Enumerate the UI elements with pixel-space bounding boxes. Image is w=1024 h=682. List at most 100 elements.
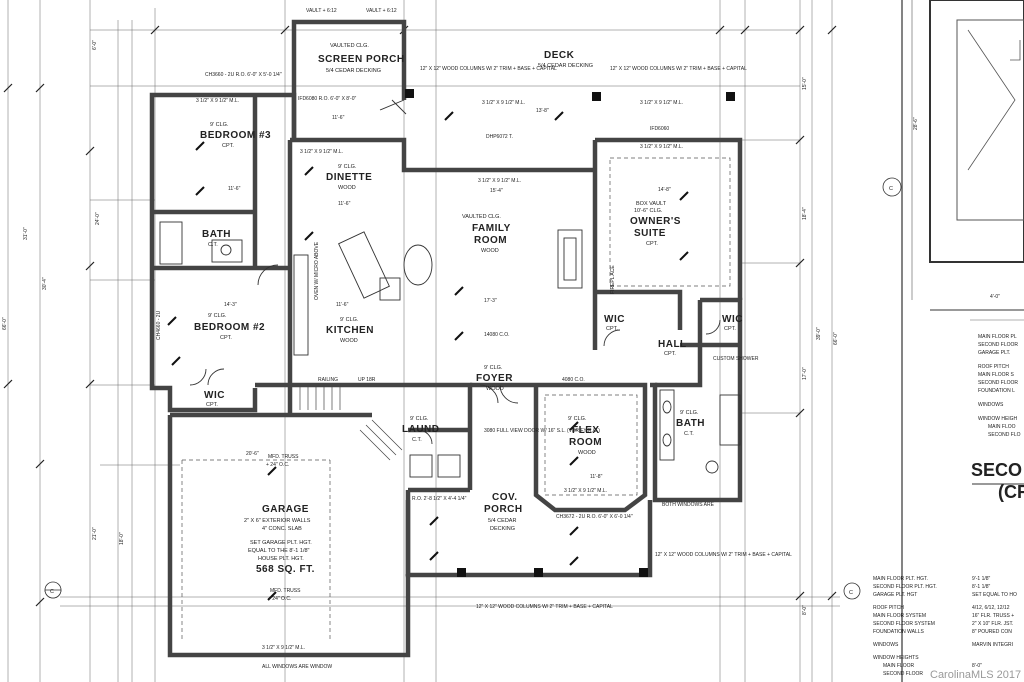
- dim-family-length: 15'-4": [490, 188, 503, 194]
- wic-right-name: WIC: [722, 314, 743, 325]
- deck-name: DECK: [544, 50, 575, 61]
- hall-name: HALL: [658, 339, 687, 350]
- foyer-ceiling: 9' CLG.: [484, 365, 503, 371]
- cov-porch-decking-2: DECKING: [490, 526, 515, 532]
- bath-left-name: BATH: [202, 229, 231, 240]
- spec-row: SECOND FLOOR PLT. HGT.8'-1 1/8": [873, 584, 991, 590]
- panel-row-7: FOUNDATION L: [978, 388, 1015, 394]
- dim-left-2: 24'-0": [95, 212, 101, 225]
- wic-left-name: WIC: [204, 390, 225, 401]
- garage-truss-2: MFD. TRUSS: [270, 588, 301, 594]
- window-note-ch3: DHP6072 T.: [486, 134, 513, 140]
- dim-flex: 11'-8": [590, 474, 603, 480]
- columns-note-bottom: 12" X 12" WOOD COLUMNS W/ 2" TRIM + BASE…: [476, 604, 613, 610]
- both-windows-note: BOTH WINDOWS ARE: [662, 502, 715, 508]
- owners-suite-name-1: OWNER'S: [630, 216, 681, 227]
- fireplace-note: FIREPL ACE: [610, 265, 616, 294]
- screen-porch-ceiling: VAULTED CLG.: [330, 43, 369, 49]
- deck: DECK 5/4 CEDAR DECKING: [538, 50, 593, 69]
- window-note-bed2: CH4660 - 2U: [156, 310, 162, 340]
- bedroom3-ceiling: 9' CLG.: [210, 122, 229, 128]
- dim-right-5: 66'-0": [833, 332, 839, 345]
- dim-kitchen: 11'-6": [336, 302, 349, 308]
- family-room-name-1: FAMILY: [472, 223, 511, 234]
- spec-table: MAIN FLOOR PLT. HGT.9'-1 1/8" SECOND FLO…: [873, 576, 1017, 677]
- spec-label: FOUNDATION WALLS: [873, 629, 925, 635]
- window-note-dinette: IFD6080 R.O. 6'-0" X 8'-0": [298, 96, 356, 102]
- cov-porch-name-2: PORCH: [484, 504, 523, 515]
- dim-left-6: 18'-0": [119, 532, 125, 545]
- garage-plate-note-3: HOUSE PLT. HGT.: [258, 556, 304, 562]
- spec-label: WINDOW HEIGHTS: [873, 655, 919, 661]
- spec-value: 16" FLR. TRUSS +: [972, 613, 1014, 619]
- plan-notes: VAULT + 6:12 VAULT + 6:12 12" X 12" WOOD…: [156, 8, 792, 670]
- dim-dinette: 11'-6": [338, 201, 351, 207]
- hall: HALL CPT.: [658, 339, 687, 357]
- bedroom2-ceiling: 9' CLG.: [208, 313, 227, 319]
- dim-right-2: 18'-4": [802, 207, 808, 220]
- section-mark-panel: C: [882, 177, 902, 197]
- dim-bedroom3: 11'-6": [228, 186, 241, 192]
- window-note-flex: CH3672 - 2U R.O. 6'-0" X 6'-0 1/4": [556, 514, 633, 520]
- stair-up-note: UP 18R: [358, 377, 376, 383]
- door-note-foyer: 4080 C.O.: [562, 377, 585, 383]
- foyer-name: FOYER: [476, 373, 513, 384]
- panel-row-3: GARAGE PLT.: [978, 350, 1010, 356]
- beam-note-2: 3 1/2" X 9 1/2" M.L.: [640, 100, 683, 106]
- bedroom-2: 9' CLG. BEDROOM #2 CPT.: [194, 313, 265, 341]
- dim-porch: 11'-6": [332, 115, 345, 121]
- dim-bedroom2: 14'-3": [224, 302, 237, 308]
- beam-note-3: 3 1/2" X 9 1/2" M.L.: [196, 98, 239, 104]
- spec-label: MAIN FLOOR: [883, 663, 915, 669]
- section-mark-left: C: [44, 581, 62, 599]
- garage: GARAGE 2" X 6" EXTERIOR WALLS 4" CONC. S…: [244, 504, 314, 575]
- bath-left: BATH C.T.: [202, 229, 231, 248]
- panel-row-10: MAIN FLOO: [988, 424, 1016, 430]
- wic-right-floor: CPT.: [724, 326, 736, 332]
- flex-room-floor: WOOD: [578, 450, 596, 456]
- section-mark-right: C: [843, 582, 861, 600]
- second-floor-panel: 28'-6" 4'-0" SECO (CR MAIN FLOOR PL SECO…: [901, 0, 1024, 682]
- dimension-labels: 31'-0" 24'-0" 66'-0" 30'-4" 21'-0" 18'-0…: [2, 40, 839, 615]
- family-room-floor: WOOD: [481, 248, 499, 254]
- owners-suite-ceiling: 10'-6" CLG.: [634, 208, 663, 214]
- spec-value: 8" POURED CON: [972, 629, 1012, 635]
- spec-value: 9'-1 1/8": [972, 576, 991, 582]
- panel-row-8: WINDOWS: [978, 402, 1004, 408]
- laundry-floor: C.T.: [412, 437, 422, 443]
- spec-value: 8'-0": [972, 663, 982, 669]
- covered-porch: COV. PORCH 5/4 CEDAR DECKING: [484, 492, 523, 532]
- spec-value: 2" X 10" FLR. JST.: [972, 621, 1013, 627]
- panel-title-2: (CR: [998, 482, 1024, 502]
- dim-right-1: 15'-0": [802, 77, 808, 90]
- spec-label: SECOND FLOOR: [883, 671, 923, 677]
- bedroom2-name: BEDROOM #2: [194, 322, 265, 333]
- spec-value: MARVIN INTEGRI: [972, 642, 1013, 648]
- garage-plate-note-1: SET GARAGE PLT. HGT.: [250, 540, 312, 546]
- panel-row-6: SECOND FLOOR: [978, 380, 1018, 386]
- kitchen-name: KITCHEN: [326, 325, 374, 336]
- dinette-name: DINETTE: [326, 172, 372, 183]
- columns-note-top: 12" X 12" WOOD COLUMNS W/ 2" TRIM + BASE…: [420, 66, 557, 72]
- panel-row-5: MAIN FLOOR S: [978, 372, 1015, 378]
- wic-left: WIC CPT.: [204, 390, 225, 408]
- bath-left-floor: C.T.: [208, 242, 218, 248]
- panel-row-11: SECOND FLO: [988, 432, 1021, 438]
- owners-suite-vault: BOX VAULT: [636, 201, 667, 207]
- owners-suite-floor: CPT.: [646, 241, 658, 247]
- owners-suite: BOX VAULT 10'-6" CLG. OWNER'S SUITE CPT.: [630, 201, 681, 247]
- bedroom2-floor: CPT.: [220, 335, 232, 341]
- dim-right-3: 17'-0": [802, 367, 808, 380]
- spec-value: 4/12, 6/12, 12/12: [972, 605, 1010, 611]
- garage-plate-note-2: EQUAL TO THE 8'-1 1/8": [248, 548, 310, 554]
- beam-note-5: 3 1/2" X 9 1/2" M.L.: [478, 178, 521, 184]
- window-note-bed3: CH3660 - 2U R.O. 6'-0" X 5'-0 1/4": [205, 72, 282, 78]
- flex-room-name-1: FLEX: [572, 425, 600, 436]
- railing-note: RAILING: [318, 377, 338, 383]
- spec-label: SECOND FLOOR PLT. HGT.: [873, 584, 937, 590]
- panel-row-4: ROOF PITCH: [978, 364, 1009, 370]
- window-note-garage: R.O. 2'-8 1/2" X 4'-4 1/4": [412, 496, 467, 502]
